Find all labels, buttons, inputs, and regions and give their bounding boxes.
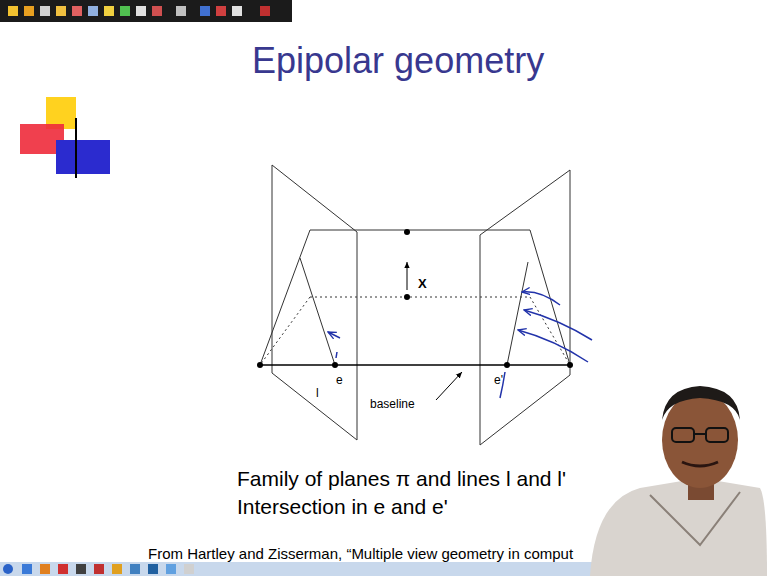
slide-decoration [20, 97, 720, 178]
point-label: X [418, 277, 427, 291]
slide-caption: Family of planes π and lines l and l' In… [237, 465, 622, 521]
line-label: l [316, 387, 319, 400]
baseline-label: baseline [370, 398, 415, 411]
slide-title: Epipolar geometry [252, 40, 544, 82]
presenter [590, 386, 767, 576]
figure-points [257, 229, 573, 368]
figure-lines [260, 165, 570, 445]
source-citation: From Hartley and Zisserman, “Multiple vi… [148, 546, 573, 563]
epipole-label: e' [494, 374, 503, 387]
taskbar-icons [3, 564, 194, 574]
epipole-label: e [336, 374, 343, 387]
toolbar [0, 0, 292, 22]
pen-annotations [328, 292, 592, 398]
toolbar-icons [8, 6, 270, 16]
